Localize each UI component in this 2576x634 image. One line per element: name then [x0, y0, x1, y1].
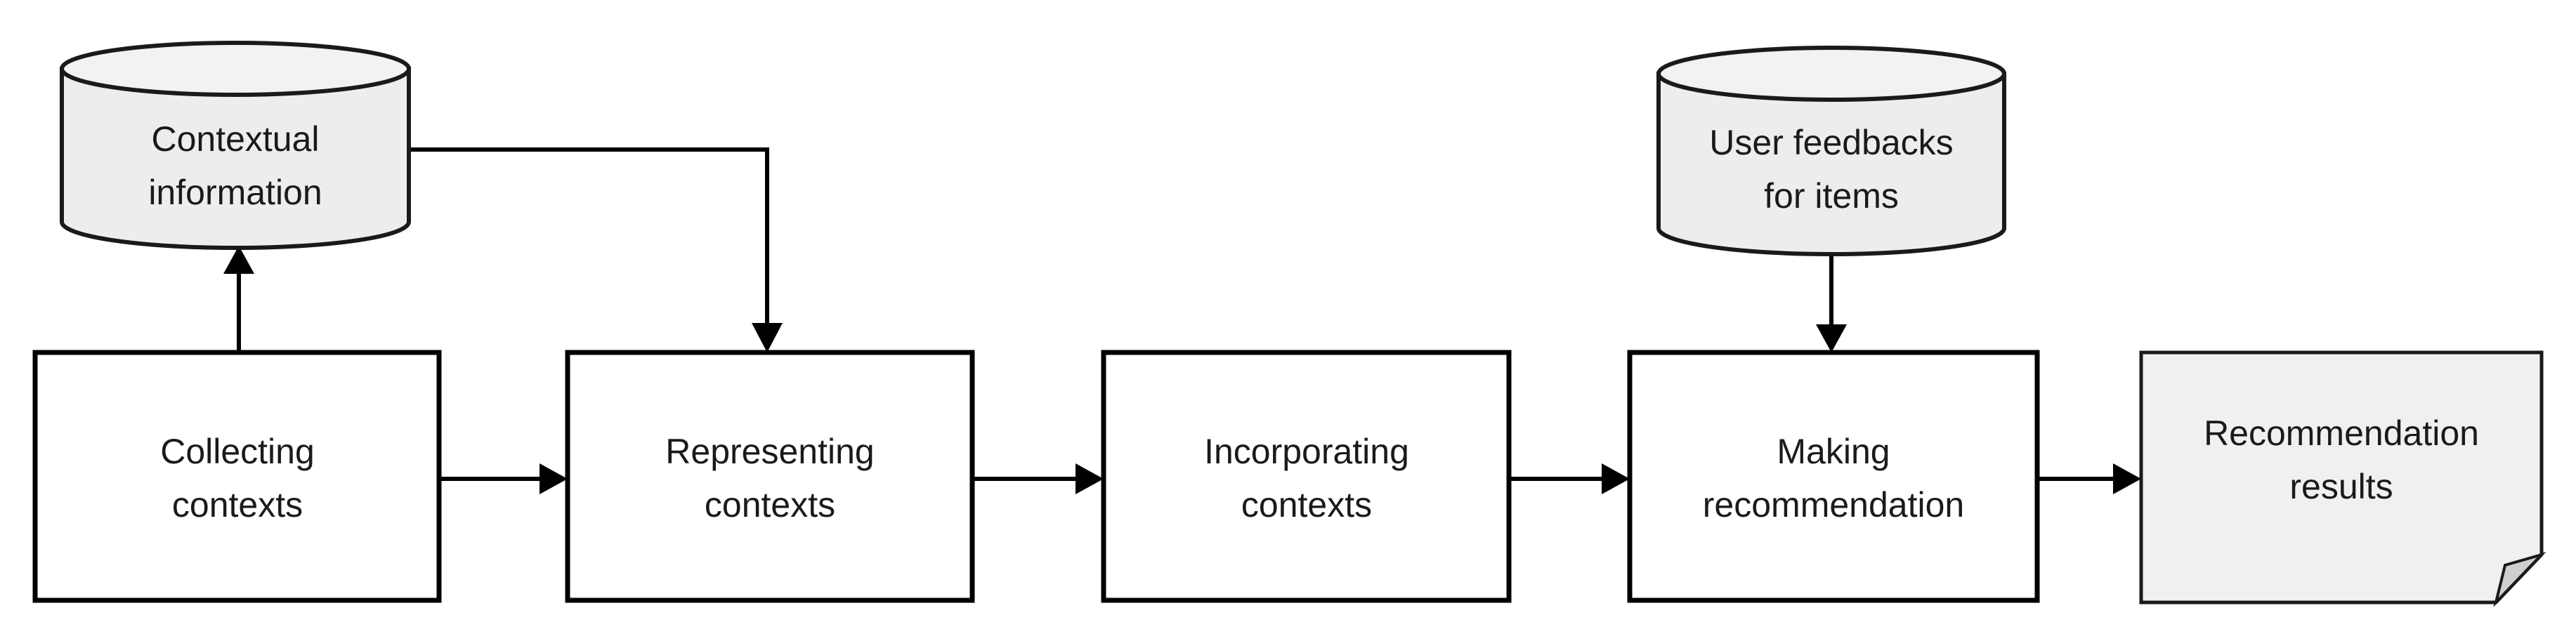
- representing-label-line2: contexts: [705, 485, 835, 524]
- contextual-db-label-line1: Contextual: [151, 119, 319, 159]
- collecting-label-line1: Collecting: [160, 432, 315, 471]
- incorporating-label-line2: contexts: [1241, 485, 1372, 524]
- results-label-line1: Recommendation: [2204, 414, 2479, 453]
- edge-representing-to-incorporating: [972, 463, 1104, 494]
- making-label-line2: recommendation: [1703, 485, 1964, 524]
- incorporating-label-line1: Incorporating: [1204, 432, 1409, 471]
- collecting-contexts-box: Collecting contexts: [32, 350, 442, 603]
- contextual-information-database: Contextual information: [60, 41, 411, 250]
- feedback-db-label-line2: for items: [1764, 176, 1899, 216]
- results-label-line2: results: [2289, 467, 2393, 506]
- recommendation-results-document: Recommendation results: [2139, 350, 2546, 607]
- edge-incorporating-to-making: [1509, 463, 1630, 494]
- making-recommendation-box: Making recommendation: [1627, 350, 2040, 603]
- contextual-db-label-line2: information: [148, 173, 322, 212]
- representing-label-line1: Representing: [665, 432, 874, 471]
- edge-making-to-results: [2037, 463, 2141, 494]
- incorporating-contexts-box: Incorporating contexts: [1101, 350, 1512, 603]
- edge-feedback-db-to-making: [1816, 249, 1847, 352]
- user-feedbacks-database: User feedbacks for items: [1656, 46, 2006, 256]
- edge-collecting-to-representing: [439, 463, 568, 494]
- representing-contexts-box: Representing contexts: [565, 350, 975, 603]
- feedback-db-label-line1: User feedbacks: [1709, 123, 1953, 162]
- making-label-line1: Making: [1777, 432, 1890, 471]
- edge-collecting-to-contextual-db: [223, 246, 254, 352]
- edge-contextual-db-to-representing: [410, 147, 783, 352]
- collecting-label-line2: contexts: [172, 485, 303, 524]
